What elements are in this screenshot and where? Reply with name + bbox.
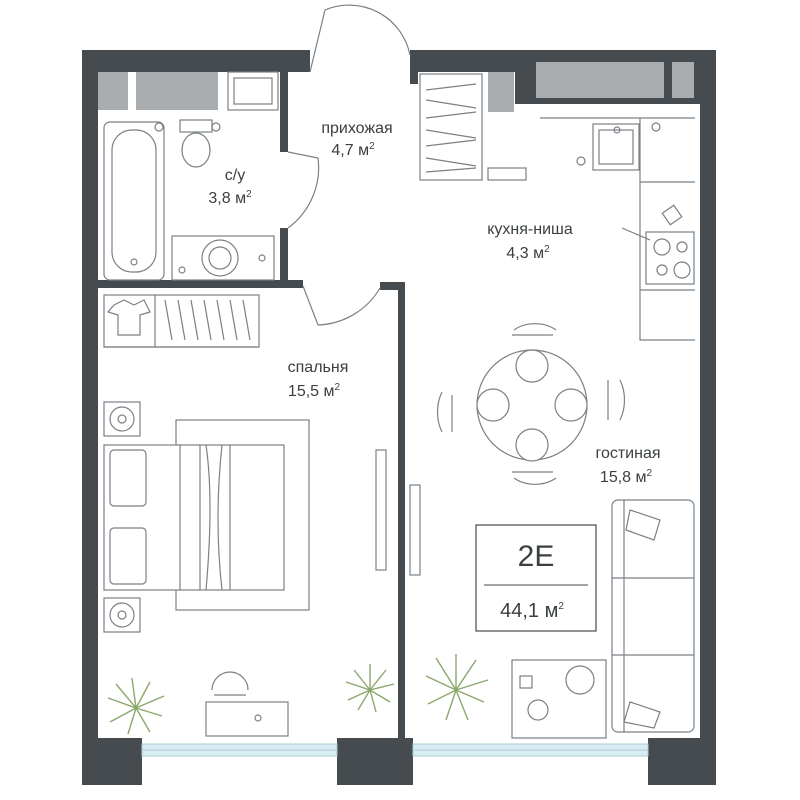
unit-badge: 2E 44,1 м2 <box>475 524 597 632</box>
label-kitchen-area: 4,3 м2 <box>506 244 550 262</box>
window-bath <box>98 72 128 110</box>
unit-code: 2E <box>518 540 555 573</box>
wall-left <box>82 50 98 785</box>
label-bedroom-area: 15,5 м2 <box>288 382 341 400</box>
wall-bedroom-top-right <box>380 282 405 290</box>
window-top-right-1 <box>536 62 664 98</box>
tv <box>409 484 421 576</box>
label-hallway-area: 4,7 м2 <box>331 141 375 159</box>
hall-wardrobe <box>419 73 527 181</box>
kitchen-unit <box>540 117 695 341</box>
label-hallway-name: прихожая <box>321 120 392 137</box>
wall-right <box>700 50 716 785</box>
doors <box>287 4 411 326</box>
entrance-door <box>309 4 411 73</box>
tv-stand <box>375 449 387 571</box>
label-bedroom-name: спальня <box>288 359 349 376</box>
sink-cabinet <box>171 235 275 281</box>
washer <box>227 71 279 111</box>
kitchen-sink <box>592 123 640 171</box>
wall-hall-stub <box>410 72 418 84</box>
label-living-area: 15,8 м2 <box>600 468 653 486</box>
bedroom-furniture <box>103 294 421 737</box>
sofa <box>611 499 695 733</box>
desk <box>205 701 289 737</box>
label-living-name: гостиная <box>595 445 660 462</box>
toilet <box>179 119 213 133</box>
nightstand-bottom <box>103 597 141 633</box>
label-kitchen-name: кухня-ниша <box>487 221 573 238</box>
wall-bath-bottom <box>98 280 303 288</box>
window-top-right-2 <box>672 62 694 98</box>
plant-bedroom-right <box>345 664 395 713</box>
wall-bath-vertical <box>280 72 288 152</box>
wall-bath-vertical-low <box>280 228 288 284</box>
unit-total-area: 44,1 м2 <box>500 600 564 622</box>
bathtub <box>103 121 165 281</box>
window-hall <box>488 72 514 112</box>
wall-column-bm <box>337 738 413 785</box>
unit-badge-frame <box>475 524 597 632</box>
bedroom-door <box>302 285 381 326</box>
plant-living <box>425 654 489 721</box>
dining-set <box>436 323 626 485</box>
wall-top-left <box>82 50 310 72</box>
nightstand-top <box>103 401 141 437</box>
window-top-left <box>136 72 218 110</box>
wall-column-bl <box>82 738 142 785</box>
wall-bedroom-divider <box>398 282 405 738</box>
sink <box>201 239 239 277</box>
walls <box>82 50 716 785</box>
bathroom-fixtures <box>103 71 279 281</box>
label-bathroom-name: с/у <box>225 167 245 184</box>
coffee-table <box>511 659 607 739</box>
stove <box>645 231 695 285</box>
plant-bedroom-left <box>107 677 165 735</box>
wall-column-br <box>648 738 716 785</box>
bathroom-door <box>287 151 320 229</box>
windows <box>98 62 694 757</box>
label-bathroom-area: 3,8 м2 <box>208 189 252 207</box>
living-furniture <box>511 499 695 739</box>
